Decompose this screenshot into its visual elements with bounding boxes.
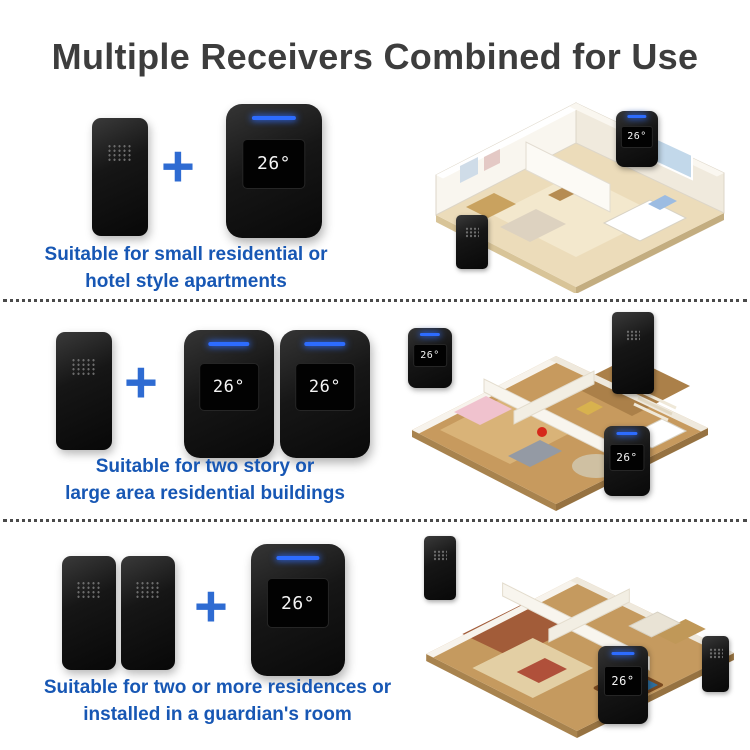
- receiver-on-plan: 26°: [604, 426, 650, 496]
- transmitter-on-plan: [702, 636, 729, 692]
- speaker-grille-icon: [107, 143, 133, 162]
- floor-plan-illustration: [426, 577, 734, 738]
- section-two-story: + 26° 26° Suitable for two story or larg…: [0, 312, 750, 520]
- speaker-grille-icon: [71, 357, 97, 376]
- transmitter-device: [121, 556, 175, 670]
- led-indicator-icon: [419, 332, 441, 336]
- led-indicator-icon: [304, 341, 346, 346]
- temperature-display: 26°: [604, 666, 642, 697]
- temperature-value: 26°: [420, 349, 440, 361]
- speaker-grille-icon: [465, 226, 479, 238]
- temperature-display: 26°: [609, 444, 645, 472]
- speaker-grille-icon: [76, 581, 102, 600]
- receiver-on-plan: 26°: [616, 111, 658, 167]
- caption-small-residential: Suitable for small residential or hotel …: [10, 241, 362, 295]
- led-indicator-icon: [276, 555, 320, 560]
- speaker-grille-icon: [433, 550, 447, 562]
- floor-plan-small-apartment: 26°: [408, 95, 740, 293]
- caption-two-story: Suitable for two story or large area res…: [20, 453, 390, 507]
- temperature-value: 26°: [611, 674, 635, 689]
- dotted-divider: [3, 519, 747, 522]
- temperature-display: 26°: [266, 578, 330, 628]
- plus-icon: +: [194, 574, 228, 639]
- temperature-display: 26°: [620, 125, 654, 148]
- caption-line: Suitable for small residential or: [44, 244, 328, 265]
- receiver-device: 26°: [280, 330, 370, 458]
- temperature-display: 26°: [242, 138, 306, 190]
- temperature-value: 26°: [627, 131, 647, 143]
- transmitter-on-plan: [456, 215, 488, 269]
- plus-icon: +: [124, 350, 158, 415]
- floor-plan-illustration: [435, 102, 725, 293]
- receiver-device: 26°: [184, 330, 274, 458]
- floor-plan-large-residence: 26° 26°: [390, 312, 725, 516]
- caption-line: hotel style apartments: [85, 271, 287, 292]
- temperature-display: 26°: [295, 363, 355, 412]
- temperature-value: 26°: [308, 377, 342, 398]
- dotted-divider: [3, 299, 747, 302]
- caption-line: Suitable for two or more residences or: [43, 677, 392, 698]
- section-guardian-room: + 26° Suitable for two or more residence…: [0, 532, 750, 750]
- transmitter-device: [56, 332, 112, 450]
- temperature-value: 26°: [280, 592, 315, 614]
- transmitter-device: [62, 556, 116, 670]
- transmitter-on-plan: [424, 536, 456, 600]
- temperature-value: 26°: [256, 153, 291, 175]
- led-indicator-icon: [208, 341, 250, 346]
- temperature-value: 26°: [212, 377, 246, 398]
- receiver-on-plan: 26°: [408, 328, 452, 388]
- speaker-grille-icon: [708, 648, 723, 660]
- floor-plan-multi-residence: 26°: [396, 534, 746, 740]
- caption-line: installed in a guardian's room: [83, 704, 352, 725]
- receiver-on-plan: 26°: [598, 646, 648, 724]
- led-indicator-icon: [627, 115, 647, 119]
- led-indicator-icon: [611, 652, 635, 656]
- page-title: Multiple Receivers Combined for Use: [51, 36, 699, 77]
- section-small-residential: + 26° Suitable for small residential or …: [0, 98, 750, 300]
- temperature-value: 26°: [616, 451, 638, 465]
- caption-line: large area residential buildings: [65, 483, 345, 504]
- receiver-device: 26°: [251, 544, 345, 676]
- led-indicator-icon: [616, 431, 638, 435]
- speaker-grille-icon: [135, 581, 161, 600]
- plus-icon: +: [161, 134, 195, 199]
- transmitter-on-plan: [612, 312, 654, 394]
- speaker-grille-icon: [626, 330, 640, 342]
- led-indicator-icon: [251, 116, 297, 121]
- transmitter-device: [92, 118, 148, 236]
- caption-guardian-room: Suitable for two or more residences or i…: [0, 674, 435, 728]
- temperature-display: 26°: [199, 363, 259, 412]
- temperature-display: 26°: [413, 343, 447, 368]
- receiver-device: 26°: [226, 104, 322, 238]
- caption-line: Suitable for two story or: [95, 456, 315, 477]
